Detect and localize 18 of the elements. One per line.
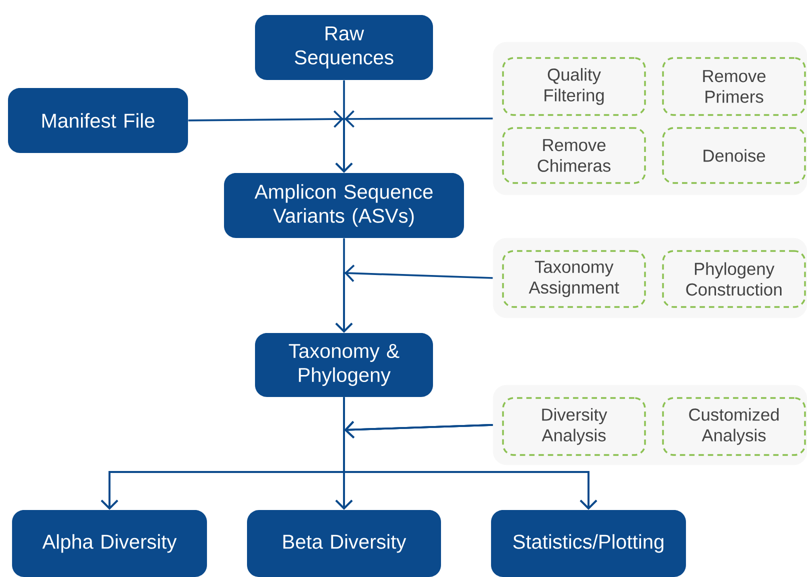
step-box: Phylogeny Construction: [662, 250, 806, 308]
step-box: Quality Filtering: [502, 57, 646, 116]
process-box: Manifest File: [8, 88, 188, 154]
arrow: [343, 421, 598, 510]
process-box: Alpha Diversity: [12, 510, 207, 577]
process-box: Taxonomy & Phylogeny: [255, 333, 433, 397]
arrow: [335, 264, 493, 333]
step-box: Customized Analysis: [662, 397, 806, 456]
step-box: Denoise: [662, 127, 806, 184]
step-box: Remove Primers: [662, 57, 806, 116]
step-box: Diversity Analysis: [502, 397, 646, 456]
arrow: [335, 110, 493, 173]
process-box: Beta Diversity: [247, 510, 441, 577]
step-box: Remove Chimeras: [502, 127, 646, 184]
process-box: Amplicon Sequence Variants (ASVs): [224, 172, 464, 238]
process-box: Statistics/Plotting: [491, 510, 686, 577]
process-box: Raw Sequences: [255, 14, 433, 80]
step-box: Taxonomy Assignment: [502, 250, 646, 308]
